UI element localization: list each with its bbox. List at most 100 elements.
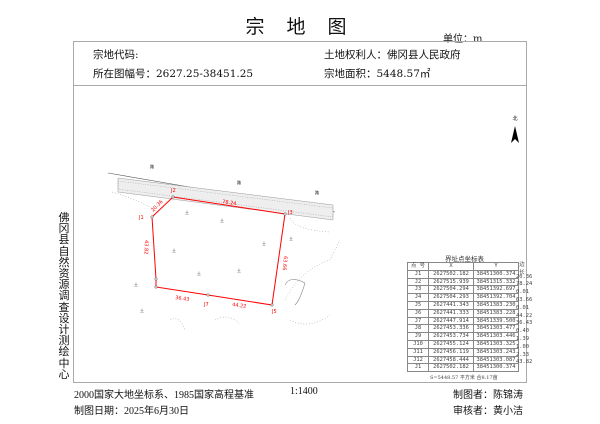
map-scale: 1:1400 bbox=[290, 386, 318, 397]
x-coord: 2627453.734 bbox=[428, 332, 474, 341]
point-label: J2 bbox=[170, 188, 176, 194]
land-label: 土 bbox=[220, 217, 224, 223]
x-coord: 2627447.914 bbox=[428, 316, 474, 326]
point-id: J10 bbox=[407, 339, 429, 349]
land-label: 土 bbox=[262, 240, 266, 246]
area-summary: S=5448.57 平方米 合8.17亩 bbox=[430, 375, 498, 381]
y-coord: 38451383.230 bbox=[473, 300, 519, 310]
y-coord: 38451300.374 bbox=[473, 363, 519, 373]
point-marker bbox=[206, 293, 210, 297]
land-label: 土 bbox=[197, 270, 201, 276]
column-header: Y bbox=[473, 262, 519, 271]
edge-length: 44.22 bbox=[232, 302, 247, 310]
land-label: 土 bbox=[134, 281, 138, 287]
y-coord: 38451303.243 bbox=[473, 347, 519, 357]
point-id: J7 bbox=[407, 316, 429, 326]
edge-length: 43.82 bbox=[143, 240, 149, 255]
y-coord: 38451392.704 bbox=[473, 293, 519, 302]
edge-length-value: 1.00 bbox=[516, 343, 529, 350]
y-coord: 38451303.087 bbox=[473, 355, 519, 365]
checker: 审核者：黄小洁 bbox=[453, 406, 523, 417]
north-arrow-icon bbox=[511, 126, 519, 143]
edge-length: 36.43 bbox=[175, 295, 190, 303]
x-coord: 2627502.182 bbox=[428, 363, 474, 373]
parcel-area: 宗地面积：5448.57㎡ bbox=[324, 68, 431, 80]
x-coord: 2627502.182 bbox=[428, 269, 474, 279]
land-labels: 土 土 土 土 土 土 土 土 土 bbox=[134, 209, 293, 313]
x-coord: 2627504.294 bbox=[428, 285, 474, 295]
point-labels: J1 J2 J3 J5 J7 bbox=[138, 188, 293, 315]
y-coord: 38451300.374 bbox=[473, 269, 519, 279]
point-id: J1 bbox=[407, 363, 429, 373]
contour bbox=[284, 279, 306, 306]
edge-length: 63.66 bbox=[281, 256, 288, 271]
y-coord: 38451303.446 bbox=[473, 332, 519, 341]
north-arrow: 北 bbox=[511, 115, 519, 143]
organization-name: 佛冈县自然资源调查设计测绘中心 bbox=[58, 211, 70, 381]
unit-label: 单位：m bbox=[443, 34, 483, 45]
land-label: 土 bbox=[185, 209, 189, 215]
road-label: 路 bbox=[237, 179, 241, 185]
y-coord: 38451383.228 bbox=[473, 308, 519, 318]
edge-lengths: 20.36 78.24 63.66 44.22 36.43 43.82 bbox=[143, 199, 288, 310]
edge-length-value: 78.24 bbox=[516, 281, 533, 288]
point-id: J12 bbox=[407, 355, 429, 365]
road-band bbox=[117, 177, 334, 221]
y-coord: 38451303.477 bbox=[473, 324, 519, 334]
road-label: 路 bbox=[150, 163, 154, 169]
point-label: J5 bbox=[271, 309, 277, 315]
point-id: J8 bbox=[407, 324, 429, 334]
parcel-code: 宗地代码: bbox=[93, 49, 139, 61]
x-coord: 2627441.343 bbox=[428, 300, 474, 310]
column-header: 边 长 bbox=[519, 262, 525, 276]
edge-length: 78.24 bbox=[222, 199, 237, 207]
edge-length-value: 43.82 bbox=[516, 359, 533, 366]
edge-length-value: 36.43 bbox=[516, 320, 533, 327]
point-label: J1 bbox=[138, 215, 144, 221]
point-id: J4 bbox=[407, 293, 429, 302]
point-marker bbox=[150, 215, 154, 219]
point-marker bbox=[154, 285, 158, 289]
table-header-row: 点 号 X Y bbox=[407, 262, 519, 271]
header-divider bbox=[73, 85, 527, 86]
road-label: 路 bbox=[315, 189, 319, 195]
point-id: J6 bbox=[407, 308, 429, 318]
edge-length-value: 1.39 bbox=[516, 336, 529, 343]
x-coord: 2627455.124 bbox=[428, 339, 474, 349]
point-id: J9 bbox=[407, 332, 429, 341]
coordinate-table-title: 界址点坐标表 bbox=[445, 255, 484, 263]
point-id: J5 bbox=[407, 300, 429, 310]
edge-length-value: 44.22 bbox=[516, 312, 533, 319]
boundary-points bbox=[150, 195, 287, 307]
road-hatch bbox=[117, 180, 334, 218]
y-coord: 38451303.325 bbox=[473, 339, 519, 349]
road: 路 路 路 bbox=[107, 163, 335, 221]
point-marker bbox=[154, 277, 158, 281]
point-marker bbox=[171, 195, 175, 199]
land-label: 土 bbox=[289, 235, 293, 241]
x-coord: 2627441.333 bbox=[428, 308, 474, 318]
edge-length-value: 0.40 bbox=[516, 328, 529, 335]
point-marker bbox=[270, 303, 274, 307]
land-label: 土 bbox=[140, 307, 144, 313]
column-header: 点 号 bbox=[407, 262, 429, 271]
x-coord: 2627453.336 bbox=[428, 324, 474, 334]
point-id: J11 bbox=[407, 347, 429, 357]
land-label: 土 bbox=[237, 267, 241, 273]
map-date: 制图日期：2025年6月30日 bbox=[74, 406, 189, 417]
edge-length-value: 0.01 bbox=[516, 304, 529, 311]
x-coord: 2627515.939 bbox=[428, 277, 474, 287]
x-coord: 2627504.293 bbox=[428, 293, 474, 302]
